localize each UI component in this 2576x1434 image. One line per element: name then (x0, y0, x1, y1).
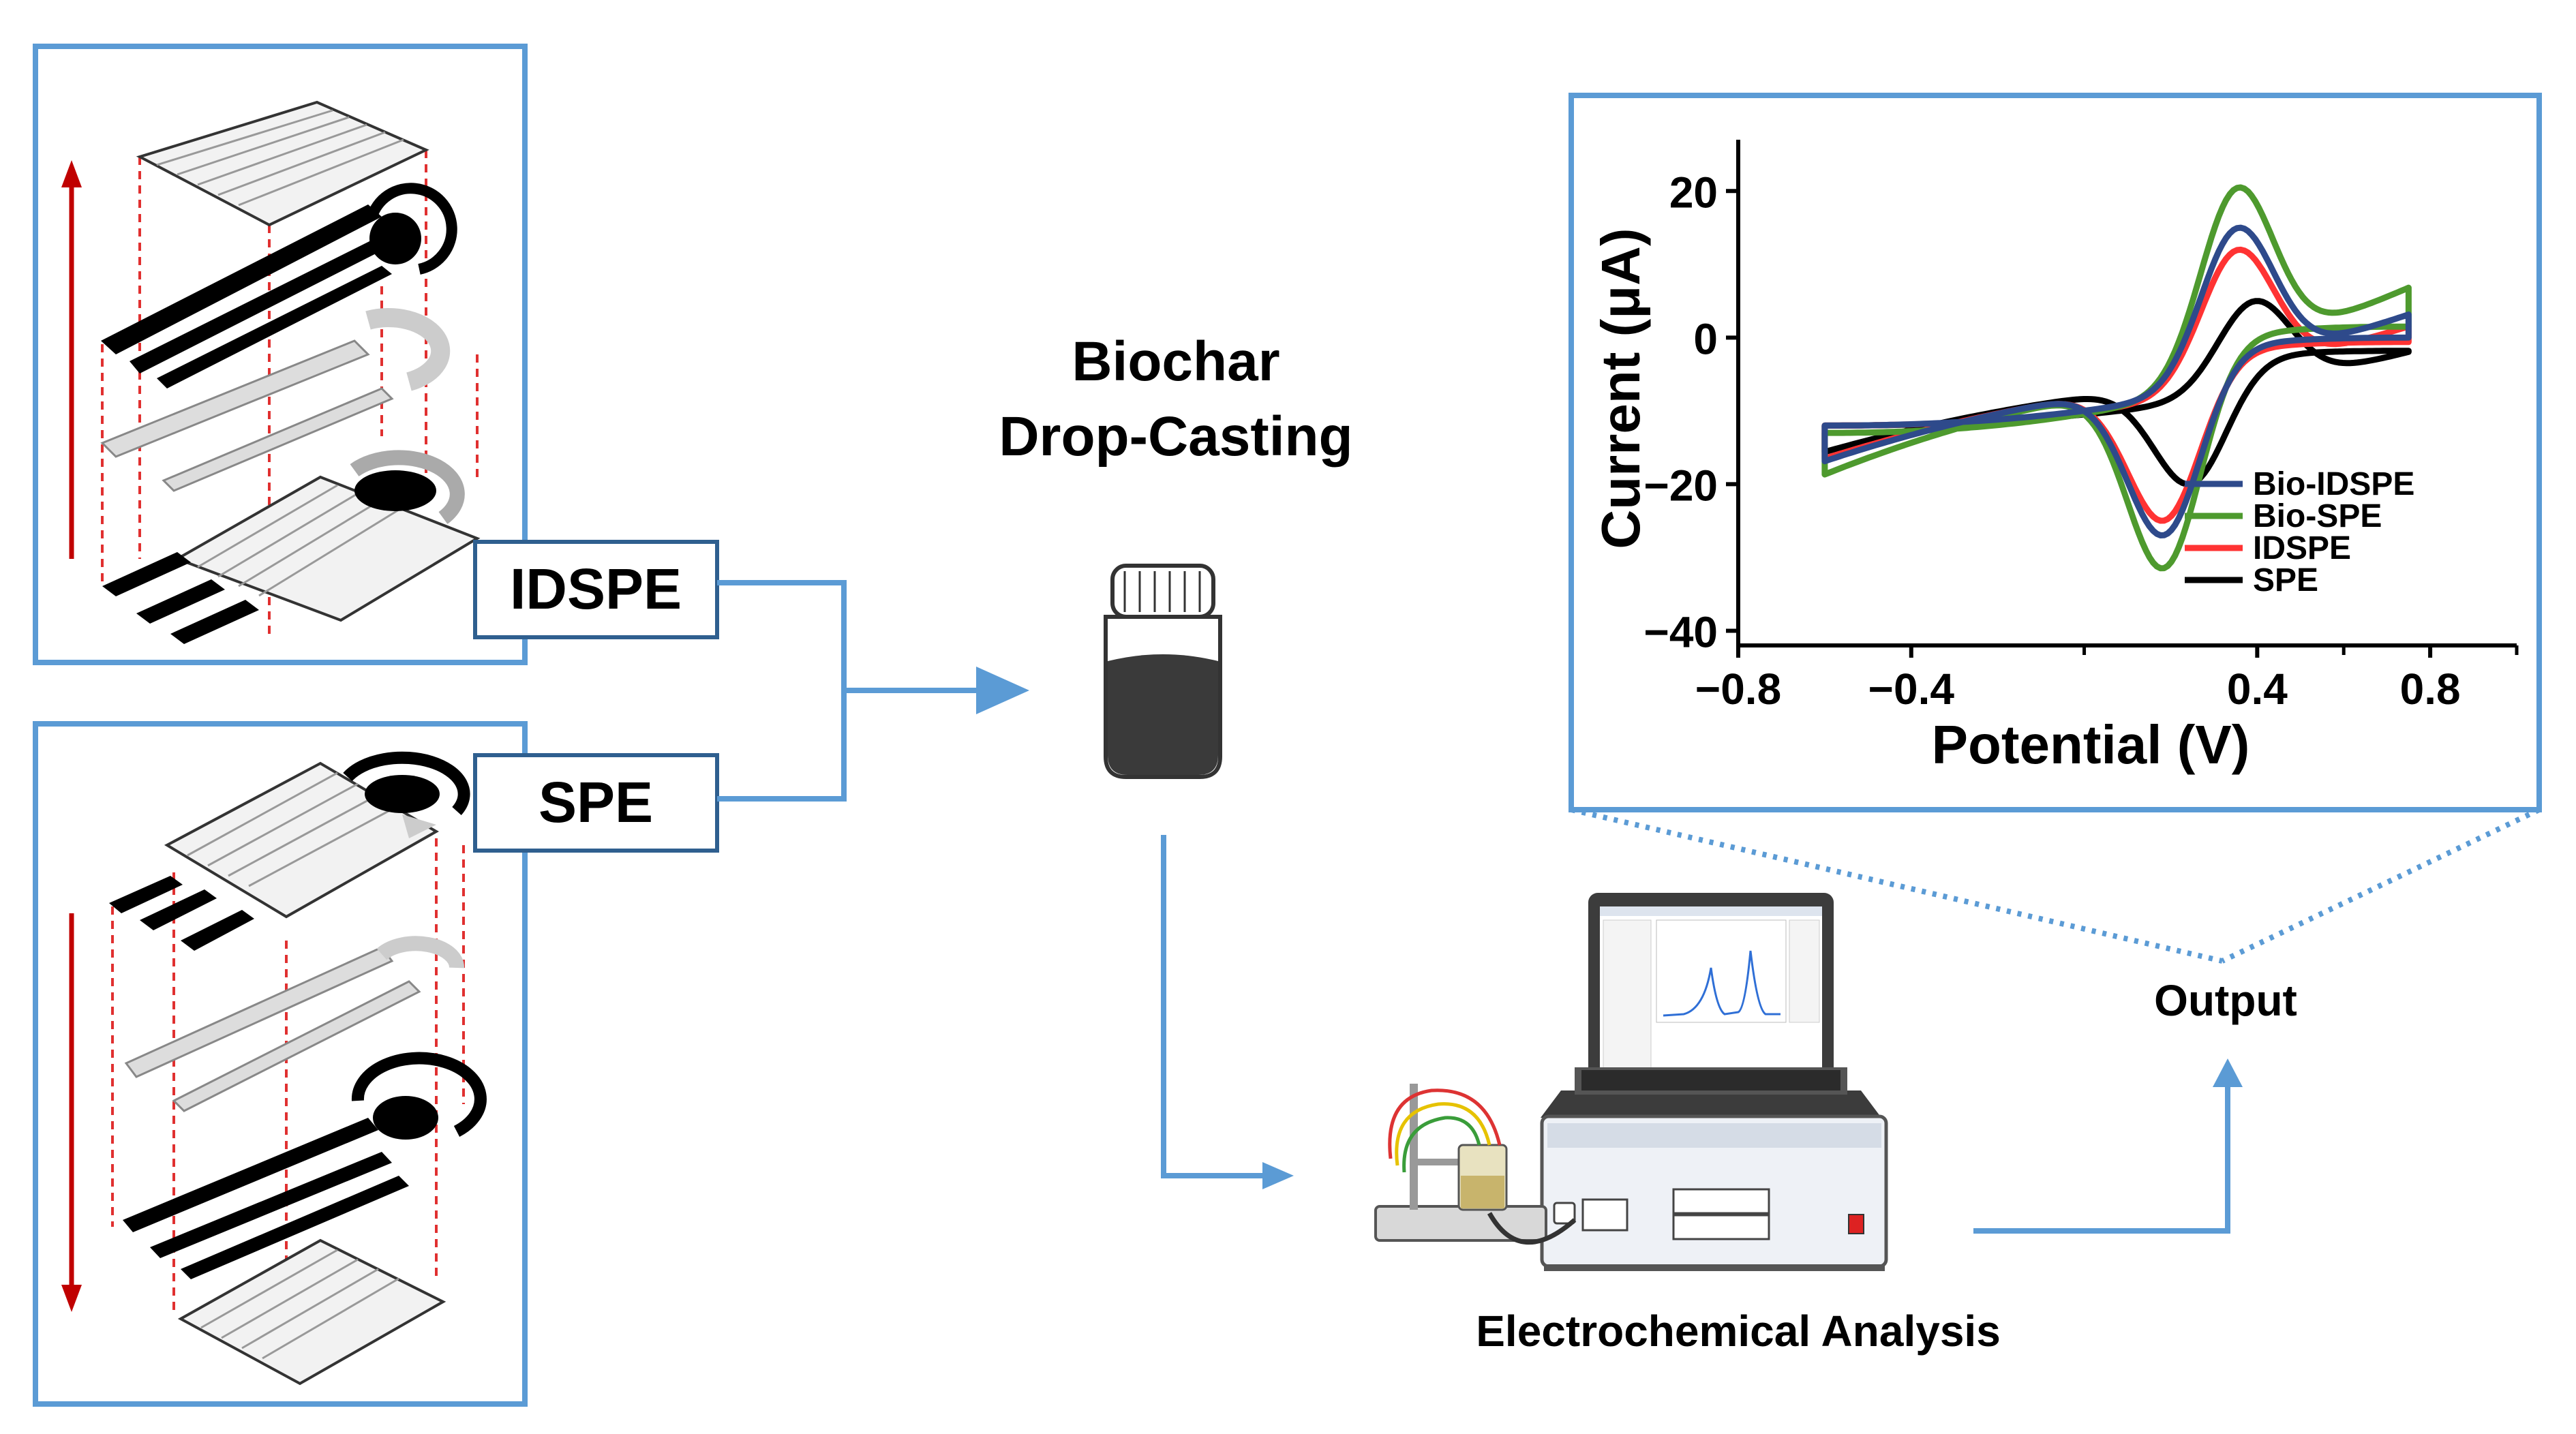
x-axis-title: Potential (V) (1932, 714, 2250, 775)
y-tick-label: 20 (1669, 168, 1718, 217)
potentiostat-icon (1540, 1114, 1888, 1271)
output-callout-lines (1571, 807, 2541, 964)
chart-axes (1736, 140, 2517, 647)
x-axis-ticks: −0.8 −0.4 0.4 0.8 (1695, 645, 2519, 714)
y-axis-title: Current (μA) (1590, 228, 1651, 549)
spe-substrate-top (109, 751, 470, 951)
assembly-direction-up-arrow (61, 160, 82, 559)
x-tick-label: −0.4 (1868, 665, 1955, 714)
output-label: Output (2154, 976, 2297, 1025)
electrode-stand-icon (1374, 1084, 1577, 1245)
biochar-vial-icon (1104, 564, 1222, 779)
spe-carbon-track-layer (123, 1052, 487, 1279)
spe-insulation-layer (124, 936, 464, 1112)
idspe-label: IDSPE (510, 557, 682, 621)
x-tick-label: −0.8 (1695, 665, 1781, 714)
cv-chart-panel: 20 0 −20 −40 −0.8 −0.4 0.4 0.8 Potential (V) C… (1569, 93, 2542, 812)
carbon-track-layer (101, 183, 457, 388)
cv-curves (1821, 184, 2412, 572)
y-tick-label: −40 (1643, 607, 1718, 656)
interdigitated-layer (100, 308, 451, 492)
analysis-label: Electrochemical Analysis (1476, 1307, 2001, 1356)
x-tick-label: 0.4 (2227, 665, 2288, 714)
step-title-line1: Biochar (1072, 331, 1279, 393)
assembly-direction-down-arrow (61, 913, 82, 1312)
y-tick-label: −20 (1643, 461, 1718, 510)
output-arrow-head (2213, 1058, 2243, 1087)
laptop-icon (1541, 893, 1881, 1118)
idspe-panel (33, 44, 528, 665)
legend-label: Bio-SPE (2253, 498, 2382, 534)
legend-label: SPE (2253, 562, 2318, 598)
idspe-label-box: IDSPE (473, 540, 719, 639)
y-tick-label: 0 (1693, 314, 1718, 363)
vial-to-analysis-connector (1161, 835, 1268, 1178)
spe-label: SPE (539, 770, 653, 834)
cv-curve-bio-idspe (1821, 224, 2412, 538)
analysis-arrow-head (1262, 1162, 1294, 1189)
spe-base-layer (177, 1238, 446, 1386)
analysis-to-output-connector (1973, 1082, 2230, 1234)
spe-panel (33, 721, 528, 1407)
legend-label: IDSPE (2253, 530, 2351, 566)
step-title-line2: Drop-Casting (999, 406, 1352, 468)
merge-arrow-head (976, 667, 1029, 714)
merge-connector (717, 580, 982, 802)
y-axis-ticks: 20 0 −20 −40 (1643, 168, 1738, 656)
chart-frame (1569, 93, 2542, 812)
legend-label: Bio-IDSPE (2253, 466, 2414, 502)
substrate-layer (102, 450, 481, 644)
x-tick-label: 0.8 (2400, 665, 2461, 714)
spe-label-box: SPE (473, 753, 719, 853)
electrochemical-setup-illustration (1374, 893, 1888, 1271)
insulation-layer (136, 100, 429, 227)
